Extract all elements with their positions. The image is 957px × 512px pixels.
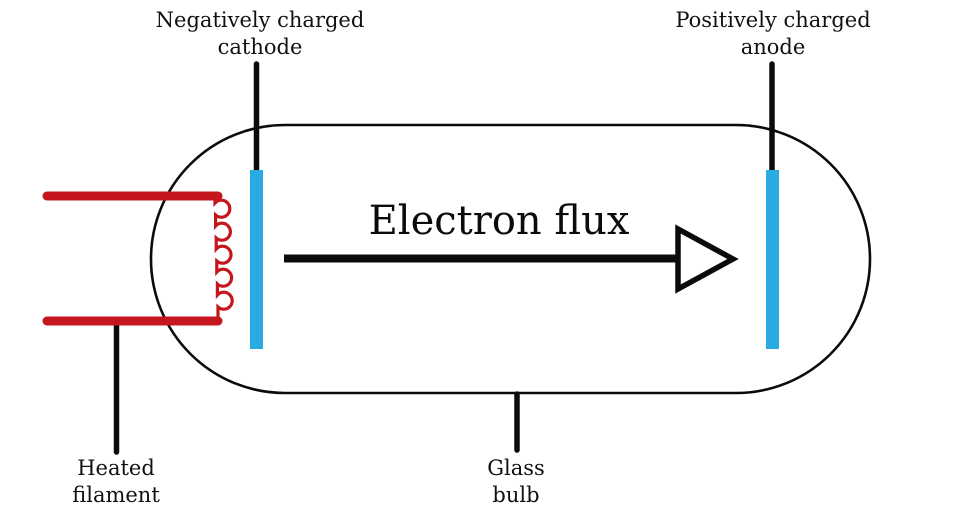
electron-flux-label: Electron flux <box>368 198 630 244</box>
anode-label-line2: anode <box>740 35 806 59</box>
filament-label: Heated filament <box>72 455 160 509</box>
glass-bulb-outline <box>149 123 872 395</box>
bulb-label: Glass bulb <box>487 455 545 509</box>
anode-electrode <box>766 170 779 349</box>
cathode-electrode <box>250 170 263 349</box>
cathode-label: Negatively charged cathode <box>156 7 365 61</box>
bulb-label-line2: bulb <box>492 483 540 507</box>
anode-label: Positively charged anode <box>675 7 870 61</box>
cathode-label-line1: Negatively charged <box>155 8 365 32</box>
cathode-label-line2: cathode <box>217 35 303 59</box>
electron-flux-arrow-head <box>675 224 739 294</box>
bulb-label-line1: Glass <box>487 456 545 480</box>
filament-label-line1: Heated <box>77 456 155 480</box>
filament-label-line2: filament <box>72 483 160 507</box>
anode-label-line1: Positively charged <box>675 8 871 32</box>
filament-coil <box>213 198 234 319</box>
